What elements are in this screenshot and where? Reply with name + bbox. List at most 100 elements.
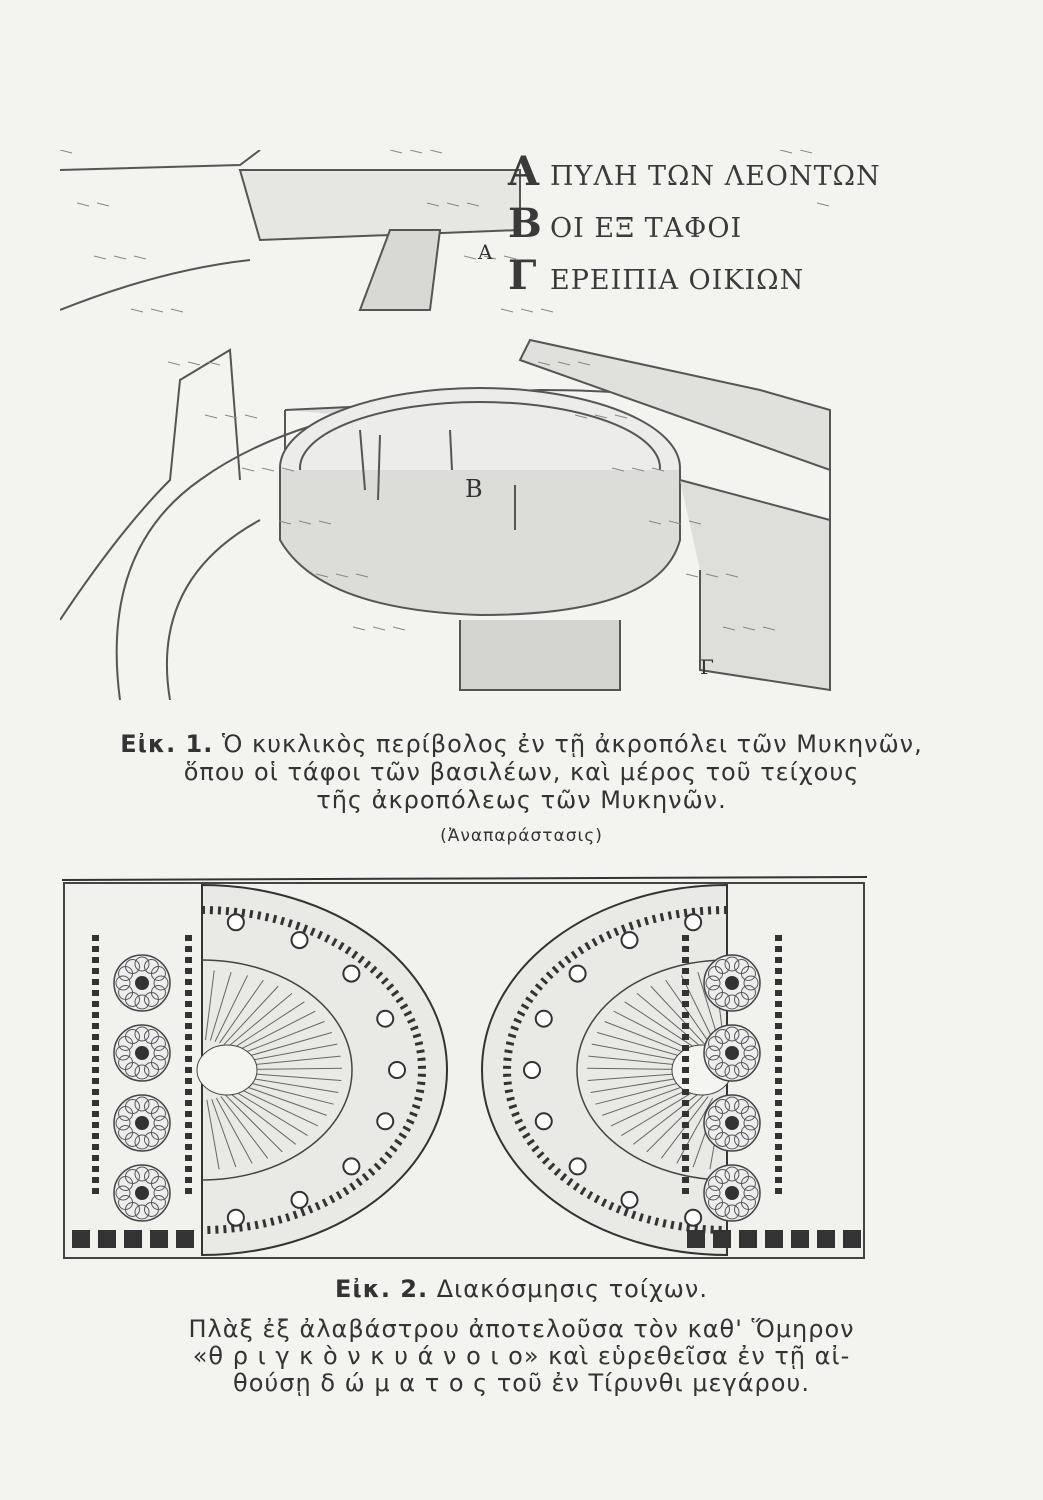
border-block [682, 1089, 689, 1095]
border-block [775, 1045, 782, 1051]
border-block [775, 990, 782, 996]
stone-hatch [668, 520, 682, 525]
palmette-ray [590, 1076, 689, 1093]
stone-hatch [577, 361, 591, 366]
bottom-block [687, 1230, 705, 1248]
rosette-petal [144, 991, 159, 1007]
inner-ring [201, 959, 353, 1181]
stone-hatch [557, 361, 571, 366]
spiral-boss [342, 1157, 361, 1176]
border-block [775, 957, 782, 963]
border-block [92, 979, 99, 985]
palmette-ray [219, 979, 264, 1044]
border-block [185, 1012, 192, 1018]
border-block [682, 1012, 689, 1018]
bottom-block [124, 1230, 142, 1248]
spiral-boss [388, 1061, 406, 1079]
palmette-ray [610, 1086, 695, 1127]
border-block [775, 1078, 782, 1084]
spiral-boss [534, 1112, 553, 1131]
rosette-petal [150, 1106, 166, 1121]
palmette-ray [227, 993, 293, 1048]
stone-hatch [685, 573, 699, 578]
border-block [682, 1001, 689, 1007]
border-block [775, 979, 782, 985]
rosette-petal [115, 1045, 131, 1061]
stone-hatch [722, 626, 736, 631]
border-block [682, 968, 689, 974]
stone-hatch [170, 308, 184, 313]
border-block [185, 968, 192, 974]
border-block [92, 1100, 99, 1106]
marker-b: Β [465, 475, 483, 503]
rosette-petal [144, 1201, 159, 1217]
border-block [92, 1144, 99, 1150]
rosette-center [135, 1186, 149, 1200]
palmette-ray [588, 1055, 688, 1067]
figure2-caption-title: Εἰκ. 2. Διακόσμησις τοίχων. [335, 1275, 708, 1303]
rosette-petal [740, 1036, 756, 1051]
border-block [92, 1188, 99, 1194]
rosette-petal [740, 966, 756, 981]
border-block [92, 1111, 99, 1117]
border-block [775, 1023, 782, 1029]
stone-hatch [446, 202, 460, 207]
rosette-petal [153, 975, 169, 991]
rosette-petal [724, 1134, 740, 1150]
stone-hatch [466, 202, 480, 207]
bottom-block [817, 1230, 835, 1248]
stone-hatch [352, 626, 366, 631]
rosette-petal [115, 1115, 131, 1131]
rosette-petal [734, 991, 749, 1007]
rosette-petal [118, 1055, 134, 1070]
stone-hatch [261, 467, 275, 472]
border-block [775, 1056, 782, 1062]
spiral-boss [290, 931, 309, 950]
spiral-boss [290, 1190, 309, 1209]
border-block [775, 1100, 782, 1106]
stone-hatch [409, 149, 423, 154]
border-block [775, 1155, 782, 1161]
stone-hatch [725, 573, 739, 578]
palmette-ray [646, 1094, 705, 1153]
border-block [185, 1133, 192, 1139]
palmette-ray [215, 1097, 253, 1164]
bottom-block [739, 1230, 757, 1248]
rosette-center [135, 976, 149, 990]
palmette-ray [587, 1072, 688, 1081]
stone-hatch [426, 202, 440, 207]
border-block [775, 1144, 782, 1150]
rosette-petal [134, 994, 150, 1010]
rosette-petal [715, 1169, 730, 1185]
palmette-ray [223, 985, 279, 1046]
palmette-ray [209, 972, 232, 1041]
rosette-petal [740, 1176, 756, 1191]
border-block [775, 1012, 782, 1018]
bottom-block [150, 1230, 168, 1248]
bottom-block [98, 1230, 116, 1248]
border-block [185, 1045, 192, 1051]
rosette-center [725, 976, 739, 990]
border-block [682, 1177, 689, 1183]
rosette-petal [125, 1029, 140, 1045]
marker-a: Α [478, 240, 493, 264]
rosette-petal [705, 975, 721, 991]
border-block [775, 1188, 782, 1194]
palmette-ray [602, 1083, 692, 1116]
border-block [92, 968, 99, 974]
border-block [92, 935, 99, 941]
rosette-petal [740, 1106, 756, 1121]
border-block [185, 1111, 192, 1117]
rosette-petal [153, 1115, 169, 1131]
spiral-boss [684, 913, 703, 932]
border-block [682, 979, 689, 985]
rosette-petal [708, 1055, 724, 1070]
border-block [92, 1045, 99, 1051]
rosette-petal [134, 1096, 150, 1112]
rosette-petal [118, 985, 134, 1000]
stone-hatch [500, 308, 514, 313]
border-block [92, 1078, 99, 1084]
